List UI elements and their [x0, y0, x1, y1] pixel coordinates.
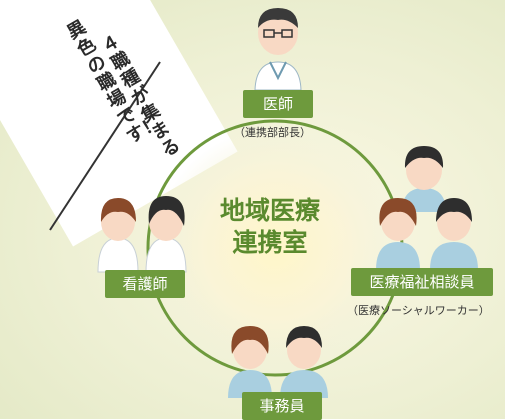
- social-worker-figures: [376, 146, 478, 270]
- tagline-slash: [49, 61, 161, 231]
- center-title-line1: 地域医療: [219, 196, 320, 225]
- doctor-sublabel: （連携部部長）: [234, 126, 311, 139]
- nurse-figures: [97, 196, 187, 273]
- nurse-label: 看護師: [105, 270, 185, 298]
- social-worker-label: 医療福祉相談員: [351, 268, 493, 296]
- doctor-label: 医師: [243, 90, 313, 118]
- clerk-figures: [228, 326, 328, 398]
- doctor-figure: [254, 8, 302, 91]
- center-glow: [155, 128, 395, 368]
- center-title-line2: 連携室: [232, 228, 308, 257]
- center-title: 地域医療 連携室: [200, 195, 340, 259]
- social-worker-sublabel: （医療ソーシャルワーカー）: [347, 304, 490, 317]
- tagline-card: [0, 0, 238, 247]
- clerk-label: 事務員: [242, 392, 322, 420]
